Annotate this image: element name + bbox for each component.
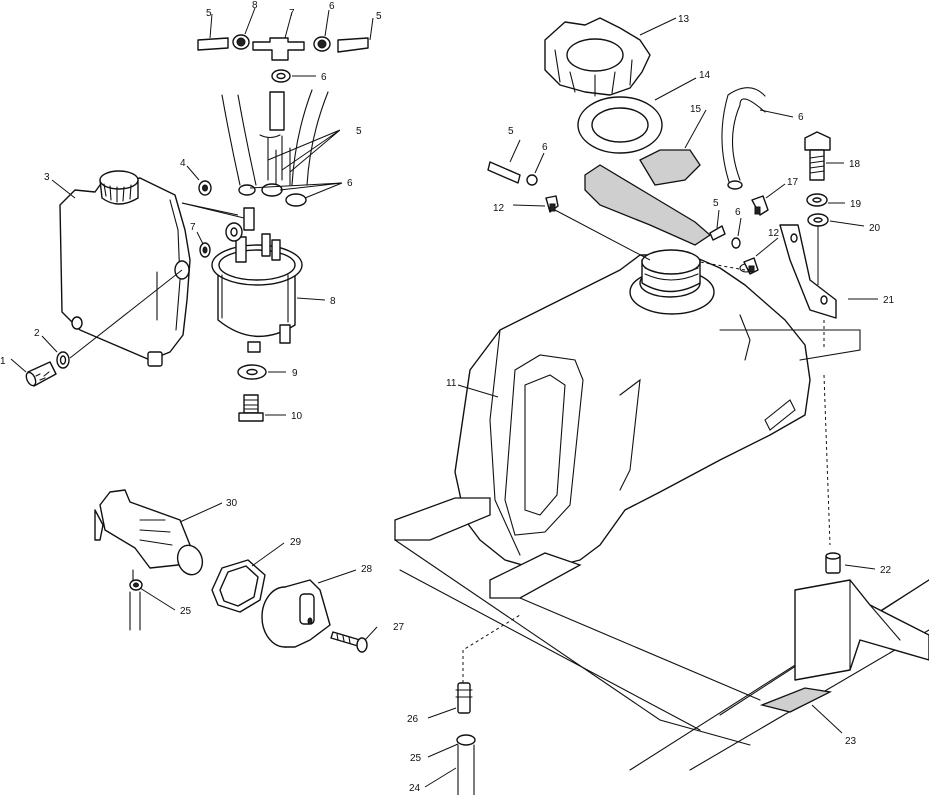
callout-24: 24 <box>409 783 421 794</box>
callout-5-hoses: 5 <box>356 126 362 137</box>
hose-5-left <box>197 37 229 51</box>
callout-9: 9 <box>292 368 298 379</box>
fuel-tank <box>454 249 811 571</box>
foam-15 <box>584 149 712 246</box>
callout-6-clamps: 6 <box>347 178 353 189</box>
clamps-6-lower <box>238 183 307 207</box>
callout-17: 17 <box>787 177 799 188</box>
vent-hose-6 <box>721 87 766 190</box>
callout-7-top: 7 <box>289 8 295 19</box>
callout-19: 19 <box>850 199 862 210</box>
hose-5-right <box>337 37 369 53</box>
callout-3: 3 <box>44 172 50 183</box>
clamp-6-tank <box>526 174 538 186</box>
callout-6-right: 6 <box>735 207 741 218</box>
callout-6-mid: 6 <box>321 72 327 83</box>
callout-10: 10 <box>291 411 303 422</box>
oil-tank <box>59 170 191 367</box>
callout-7-left: 7 <box>190 222 196 233</box>
washer-20 <box>807 213 829 227</box>
screw-27 <box>330 631 368 653</box>
bolt-1 <box>25 361 57 387</box>
bolt-10 <box>238 394 264 422</box>
callout-2: 2 <box>34 328 40 339</box>
fuel-line-left <box>129 569 141 631</box>
callout-8-top: 8 <box>252 0 258 11</box>
callout-6-tank: 6 <box>542 142 548 153</box>
clamp-25-bottom <box>456 734 476 746</box>
clamp-25-left <box>129 579 143 591</box>
callout-4: 4 <box>180 158 186 169</box>
clamp-7-left <box>199 242 211 258</box>
callouts: 1 2 3 4 7 8 5 7 6 5 6 5 6 8 9 10 11 12 1… <box>0 0 895 794</box>
callout-11: 11 <box>446 378 457 389</box>
callout-21: 21 <box>883 295 895 306</box>
clamp-4 <box>198 180 212 196</box>
callout-23: 23 <box>845 736 857 747</box>
fitting-12-right <box>743 257 759 275</box>
washer-19 <box>806 193 828 207</box>
washer-2 <box>56 351 70 369</box>
bracket-21 <box>779 224 837 319</box>
callout-18: 18 <box>849 159 861 170</box>
callout-13: 13 <box>678 14 690 25</box>
clamp-8-top <box>232 34 250 50</box>
callout-5-top-right: 5 <box>376 11 382 22</box>
callout-29: 29 <box>290 537 302 548</box>
callout-6-vent: 6 <box>798 112 804 123</box>
callout-27: 27 <box>393 622 405 633</box>
callout-30: 30 <box>226 498 238 509</box>
callout-14: 14 <box>699 70 711 81</box>
fitting-26 <box>455 682 473 714</box>
callout-26: 26 <box>407 714 419 725</box>
callout-6-top: 6 <box>329 1 335 12</box>
callout-5-top-left: 5 <box>206 8 212 19</box>
oil-filter <box>211 207 303 353</box>
hoses-5-vertical <box>221 89 329 186</box>
callout-15: 15 <box>690 104 702 115</box>
cover-28 <box>261 579 331 648</box>
clamp-6-mid <box>271 69 291 83</box>
tee-fitting-7 <box>252 37 305 61</box>
fitting-17 <box>751 195 769 216</box>
leader-lines <box>10 7 878 788</box>
bolt-18 <box>804 131 831 181</box>
fitting-12-left <box>545 195 559 213</box>
callout-25-bottom: 25 <box>410 753 422 764</box>
pad-23 <box>759 687 833 713</box>
callout-5-tank: 5 <box>508 126 514 137</box>
fuel-line-24 <box>457 744 475 795</box>
callout-5-short: 5 <box>713 198 719 209</box>
callout-22: 22 <box>880 565 892 576</box>
callout-20: 20 <box>869 223 881 234</box>
callout-8-filter: 8 <box>330 296 336 307</box>
clamp-6-top <box>313 36 331 52</box>
hose-5-tank-left <box>487 161 521 184</box>
fuel-cap <box>544 17 651 97</box>
frame-rails <box>394 329 929 771</box>
fuel-pump-30 <box>94 489 204 576</box>
callout-12-left: 12 <box>493 203 505 214</box>
callout-12-right: 12 <box>768 228 780 239</box>
spacer-22 <box>825 552 841 574</box>
callout-25-left: 25 <box>180 606 192 617</box>
gasket-14 <box>577 96 663 154</box>
callout-28: 28 <box>361 564 373 575</box>
callout-1: 1 <box>0 356 6 367</box>
washer-9 <box>237 364 267 380</box>
hose-5-short <box>709 225 726 241</box>
clamp-6-right <box>731 237 741 249</box>
gasket-29 <box>211 559 266 613</box>
